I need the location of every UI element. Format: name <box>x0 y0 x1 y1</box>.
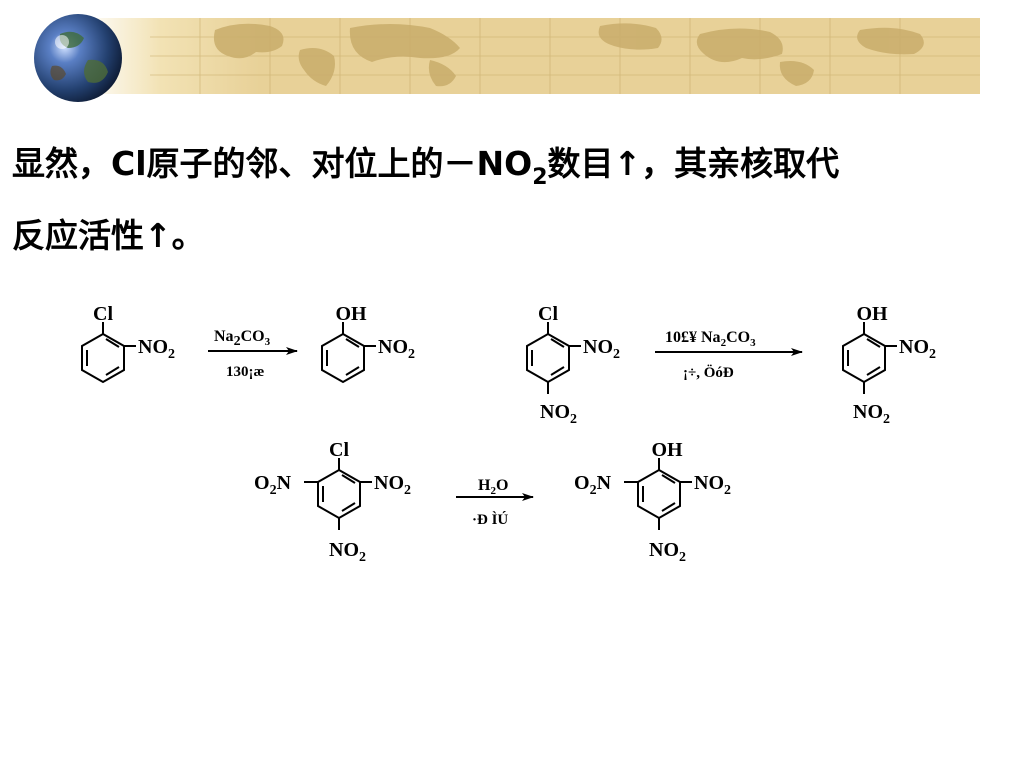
reaction-arrow-3: H2O ·Ð ÌÚ <box>456 477 534 528</box>
nitro-group-right: NO2 <box>374 472 411 498</box>
reaction-1: Cl NO2 Na2CO3 130¡æ OH NO2 <box>81 303 415 384</box>
text-line-2: 反应活性↑。 <box>12 216 205 255</box>
nitro-group-left: O2N <box>574 472 612 498</box>
chloro-group: Cl <box>329 439 349 461</box>
hydroxyl-group: OH <box>651 439 683 461</box>
continent-shapes <box>213 23 924 87</box>
nitro-group-ortho: NO2 <box>583 336 620 362</box>
line1-subscript: 2 <box>532 165 548 190</box>
hydroxyl-group: OH <box>335 303 367 325</box>
molecule-2-4-dinitrophenol: OH NO2 NO2 <box>842 303 936 427</box>
line1-part2: 数目↑，其亲核取代 <box>547 144 840 183</box>
nitro-group-left: O2N <box>254 472 292 498</box>
reaction-3: Cl NO2 O2N NO2 H2O ·Ð ÌÚ OH NO2 O2N <box>254 439 731 565</box>
molecule-picryl-chloride: Cl NO2 O2N NO2 <box>254 439 411 565</box>
text-line-1: 显然，Cl原子的邻、对位上的－NO2数目↑，其亲核取代 <box>12 144 840 189</box>
benzene-ring <box>842 322 897 394</box>
benzene-ring <box>321 322 376 384</box>
condition-water: H2O <box>478 477 508 497</box>
condition-reagent: 10£¥ Na2CO3 <box>665 329 756 349</box>
condition-reagent: Na2CO3 <box>214 328 271 349</box>
reaction-arrow-2: 10£¥ Na2CO3 ¡÷, ÖóÐ <box>655 329 803 381</box>
nitro-group-right: NO2 <box>694 472 731 498</box>
benzene-ring <box>624 458 692 530</box>
chloro-group: Cl <box>538 303 558 325</box>
nitro-group-ortho: NO2 <box>899 336 936 362</box>
benzene-ring <box>526 322 581 394</box>
molecule-2-nitrophenol: OH NO2 <box>321 303 415 384</box>
reaction-arrow-1: Na2CO3 130¡æ <box>208 328 298 380</box>
molecule-picric-acid: OH NO2 O2N NO2 <box>574 439 731 565</box>
hydroxyl-group: OH <box>856 303 888 325</box>
benzene-ring <box>81 322 136 384</box>
condition-heat: ¡÷, ÖóÐ <box>683 364 734 381</box>
nitro-group-para: NO2 <box>853 401 890 427</box>
benzene-ring <box>304 458 372 530</box>
line1-part1: 显然，Cl原子的邻、对位上的－NO <box>12 144 533 183</box>
molecule-2-4-dinitrochlorobenzene: Cl NO2 NO2 <box>526 303 620 427</box>
molecule-2-chloronitrobenzene: Cl NO2 <box>81 303 175 384</box>
globe-logo <box>34 14 122 102</box>
nitro-group-para: NO2 <box>649 539 686 565</box>
nitro-group-para: NO2 <box>540 401 577 427</box>
slide-text: 显然，Cl原子的邻、对位上的－NO2数目↑，其亲核取代 反应活性↑。 <box>12 128 1012 272</box>
nitro-group-para: NO2 <box>329 539 366 565</box>
world-map-band <box>80 18 980 94</box>
condition-boil: ·Ð ÌÚ <box>472 511 508 528</box>
reaction-2: Cl NO2 NO2 10£¥ Na2CO3 ¡÷, ÖóÐ OH NO2 NO… <box>526 303 936 427</box>
nitro-group: NO2 <box>138 336 175 362</box>
nitro-group: NO2 <box>378 336 415 362</box>
header-banner <box>34 14 980 102</box>
condition-temperature: 130¡æ <box>226 364 264 380</box>
chloro-group: Cl <box>93 303 113 325</box>
